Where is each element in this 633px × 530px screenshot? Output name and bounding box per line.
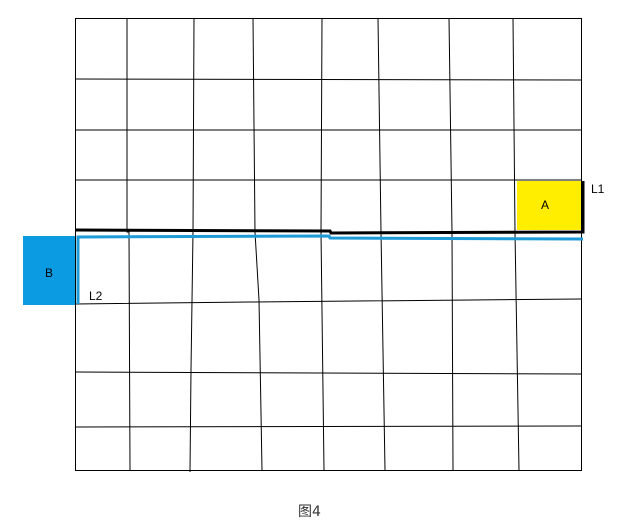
grid-hline bbox=[74, 425, 582, 428]
grid-hline bbox=[74, 78, 582, 81]
grid-border bbox=[75, 18, 582, 471]
grid-hline bbox=[74, 298, 582, 305]
line-l2-label: L2 bbox=[89, 289, 103, 303]
line-l1-label: L1 bbox=[591, 182, 605, 196]
grid-lines bbox=[74, 17, 582, 473]
block-b bbox=[23, 236, 75, 305]
grid-vline bbox=[320, 17, 325, 471]
grid-vline bbox=[189, 17, 195, 473]
block-b-label: B bbox=[45, 266, 53, 280]
block-a bbox=[517, 181, 581, 230]
line-l1 bbox=[74, 181, 585, 235]
grid-hline bbox=[74, 371, 582, 375]
grid-vline bbox=[512, 17, 520, 471]
block-a-label: A bbox=[541, 198, 549, 212]
grid-vline bbox=[377, 17, 386, 471]
grid-vline bbox=[448, 17, 454, 471]
line-l2 bbox=[76, 234, 584, 304]
grid-vline bbox=[252, 17, 263, 471]
grid-vline bbox=[126, 18, 131, 471]
figure-caption: 图4 bbox=[298, 504, 321, 520]
